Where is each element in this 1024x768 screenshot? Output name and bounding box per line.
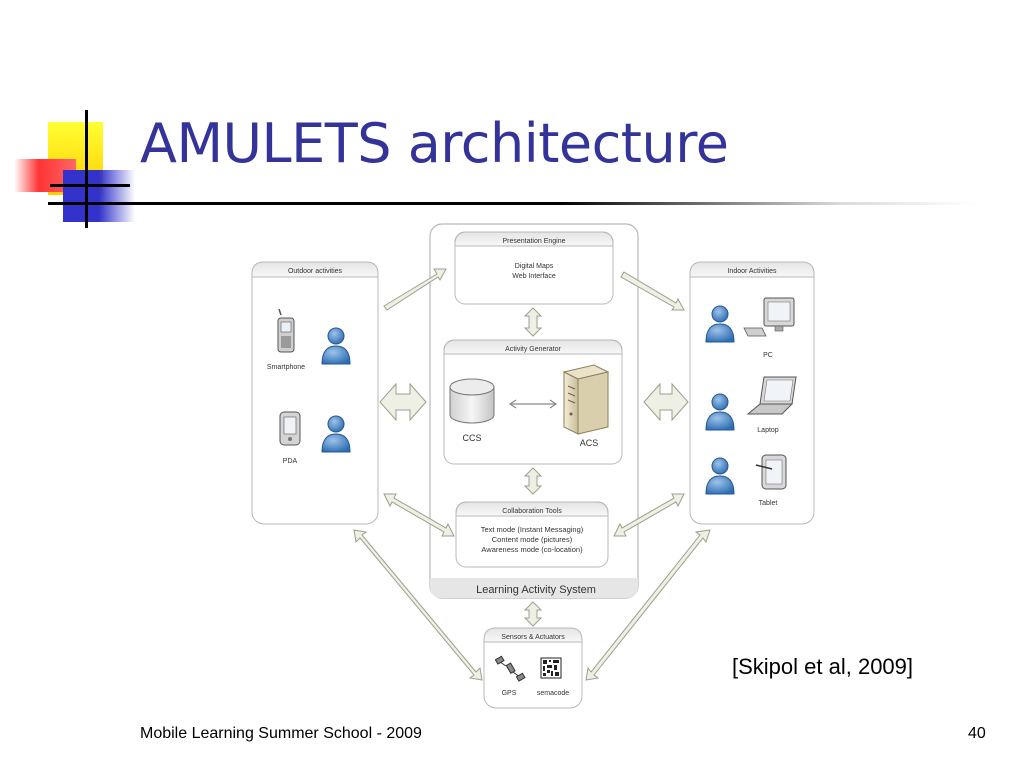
collaboration-tools-box: Collaboration Tools Text mode (Instant M… — [455, 501, 609, 568]
collaboration-tools-title: Collaboration Tools — [502, 508, 562, 515]
outdoor-activities-title: Outdoor activities — [288, 268, 343, 275]
title-decoration-hline — [50, 184, 130, 187]
collaboration-line2: Content mode (pictures) — [492, 535, 573, 544]
learning-activity-system-label: Learning Activity System — [476, 584, 596, 596]
presentation-engine-line1: Digital Maps — [515, 263, 554, 270]
ccs-label: CCS — [462, 433, 481, 443]
sensors-actuators-title: Sensors & Actuators — [501, 634, 565, 641]
footer-text: Mobile Learning Summer School - 2009 — [140, 725, 422, 742]
presentation-engine-title: Presentation Engine — [502, 238, 565, 245]
connector-arrows — [353, 268, 711, 681]
activity-generator-box: Activity Generator CCS ACS — [443, 339, 623, 465]
laptop-icon — [746, 376, 797, 415]
collaboration-indoor-arrow — [613, 493, 685, 537]
presentation-engine-line2: Web Interface — [512, 273, 556, 280]
pda-icon — [279, 411, 301, 446]
title-decoration-blue — [63, 170, 135, 222]
title-rule — [48, 202, 978, 205]
database-icon — [449, 378, 495, 424]
outdoor-collaboration-arrow — [383, 493, 455, 537]
semacode-icon — [540, 657, 562, 679]
architecture-diagram: Learning Activity System Presentation En… — [251, 223, 815, 709]
tablet-label: Tablet — [759, 500, 778, 507]
ccs-acs-arrow — [508, 399, 558, 409]
activity-indoor-arrow — [643, 382, 689, 422]
outdoor-activity-arrow — [379, 382, 427, 422]
smartphone-label: Smartphone — [267, 364, 305, 371]
collaboration-line3: Awareness mode (co-location) — [481, 545, 583, 554]
page-number: 40 — [968, 725, 986, 742]
presentation-activity-arrow — [523, 307, 543, 337]
citation: [Skipol et al, 2009] — [732, 654, 914, 679]
smartphone-icon — [277, 308, 295, 353]
outdoor-presentation-arrow — [383, 268, 447, 311]
activity-collaboration-arrow — [523, 467, 543, 495]
slide-title: AMULETS architecture — [140, 112, 729, 175]
outdoor-activities-panel: Outdoor activities Smartphone PDA — [251, 261, 379, 525]
collaboration-line1: Text mode (Instant Messaging) — [481, 525, 584, 534]
laptop-label: Laptop — [757, 427, 779, 434]
title-decoration-vline — [85, 110, 88, 228]
outdoor-sensors-arrow — [353, 529, 483, 681]
server-icon — [562, 364, 610, 435]
presentation-indoor-arrow — [620, 271, 685, 311]
gps-icon — [494, 655, 526, 682]
acs-label: ACS — [580, 438, 599, 448]
tablet-icon — [755, 454, 787, 490]
pc-icon — [743, 297, 795, 337]
pc-label: PC — [763, 352, 773, 359]
gps-label: GPS — [502, 690, 517, 697]
indoor-sensors-arrow — [585, 529, 711, 681]
presentation-engine-box: Presentation Engine Digital Maps Web Int… — [454, 231, 614, 305]
sensors-actuators-box: Sensors & Actuators GPS semacode — [483, 627, 583, 709]
activity-generator-title: Activity Generator — [505, 346, 561, 353]
system-sensors-arrow — [523, 601, 543, 627]
semacode-label: semacode — [537, 690, 569, 697]
indoor-activities-panel: Indoor Activities PC Laptop Tablet — [689, 261, 815, 525]
pda-label: PDA — [283, 458, 298, 465]
indoor-activities-title: Indoor Activities — [727, 268, 777, 275]
